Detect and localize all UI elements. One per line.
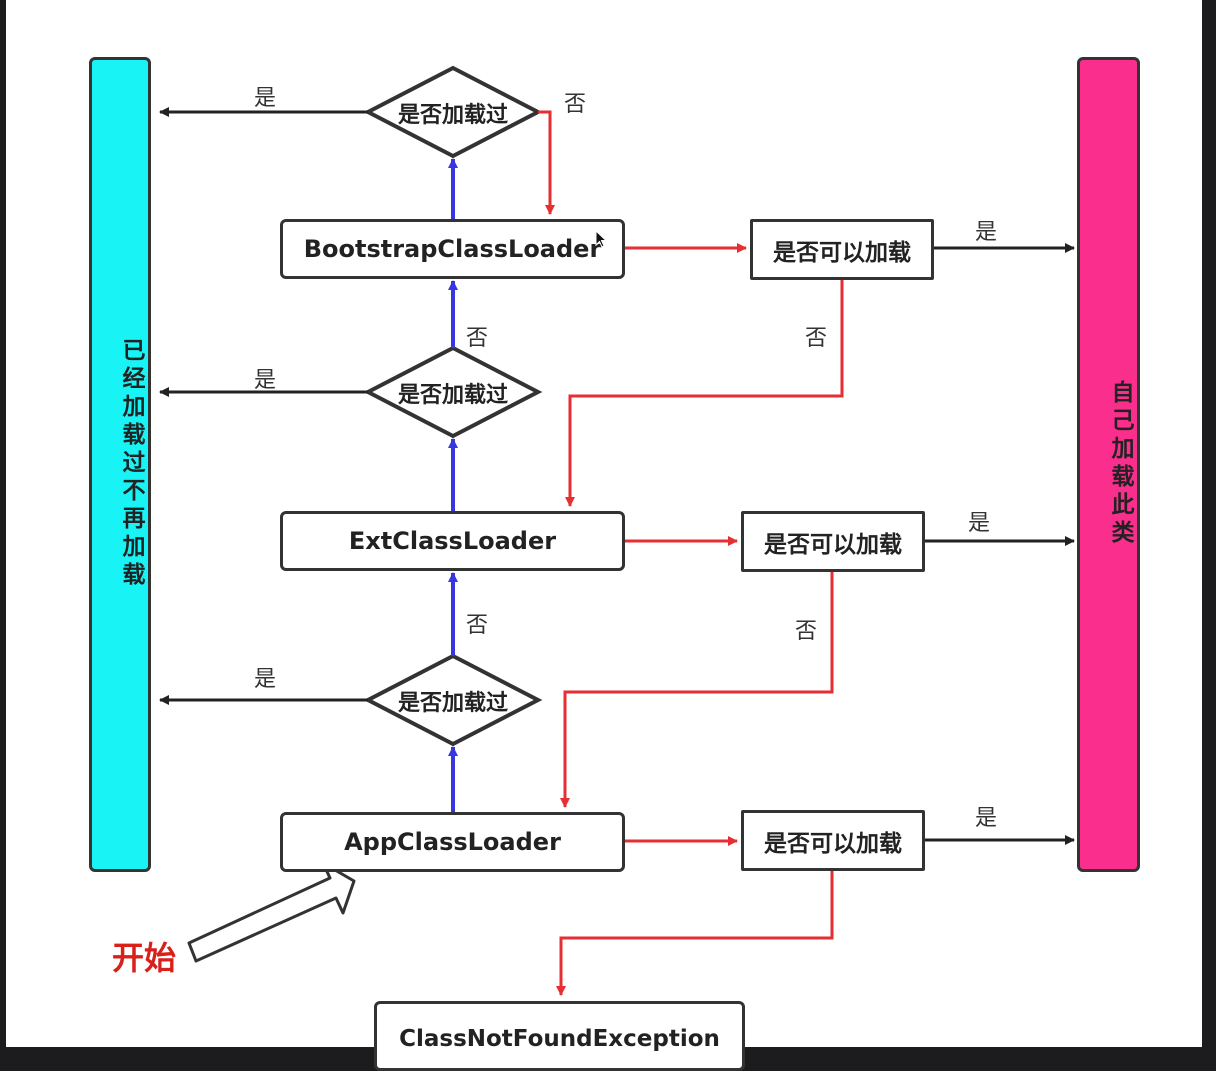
loaded-check-label-middle: 是否加载过: [397, 383, 508, 408]
diagram-canvas: 已经加载过不再加载 自己加载此类 BootstrapClassLoader Ex…: [6, 0, 1202, 1071]
yes-label-right-bottom: 是: [975, 806, 998, 831]
self-load-bar-label: 自己加载此类: [1107, 380, 1133, 548]
decision-diamond-middle: [363, 345, 543, 439]
can-load-check-middle: 是否可以加载: [741, 511, 925, 572]
yes-label-left-top: 是: [254, 86, 277, 111]
arrow-no-top-diamond-to-bootstrap: [538, 110, 555, 215]
diagram-svg: [159, 65, 1075, 996]
mouse-cursor-icon: [595, 230, 608, 248]
arrow-no-can-load-middle-to-app: [560, 572, 834, 808]
decision-diamond-bottom: [363, 653, 543, 747]
no-label-bottom-diamond: 否: [466, 613, 489, 638]
ext-classloader-box: ExtClassLoader: [280, 511, 625, 571]
classnotfound-exception-box: ClassNotFoundException: [374, 1001, 745, 1071]
decision-diamond-top: [363, 65, 543, 159]
app-classloader-box: AppClassLoader: [280, 812, 625, 872]
start-arrow: [187, 861, 356, 963]
yes-label-left-bottom: 是: [254, 667, 277, 692]
start-label: 开始: [112, 939, 177, 977]
loaded-check-label-bottom: 是否加载过: [397, 691, 508, 716]
self-load-bar: 自己加载此类: [1077, 57, 1140, 872]
no-label-can-load-top: 否: [805, 326, 828, 351]
can-load-check-top: 是否可以加载: [750, 219, 934, 280]
yes-label-left-middle: 是: [254, 368, 277, 393]
can-load-check-bottom: 是否可以加载: [741, 810, 925, 871]
arrow-no-can-load-bottom-to-exception: [556, 871, 834, 996]
bootstrap-classloader-box: BootstrapClassLoader: [280, 219, 625, 279]
already-loaded-bar: 已经加载过不再加载: [89, 57, 151, 872]
no-label-middle-diamond: 否: [466, 326, 489, 351]
no-label-top-diamond: 否: [564, 92, 587, 117]
no-label-can-load-middle: 否: [795, 619, 818, 644]
already-loaded-bar-label: 已经加载过不再加载: [118, 338, 144, 590]
loaded-check-label-top: 是否加载过: [397, 103, 508, 128]
yes-label-right-top: 是: [975, 220, 998, 245]
arrow-no-can-load-top-to-ext: [565, 280, 844, 507]
yes-label-right-middle: 是: [968, 511, 991, 536]
